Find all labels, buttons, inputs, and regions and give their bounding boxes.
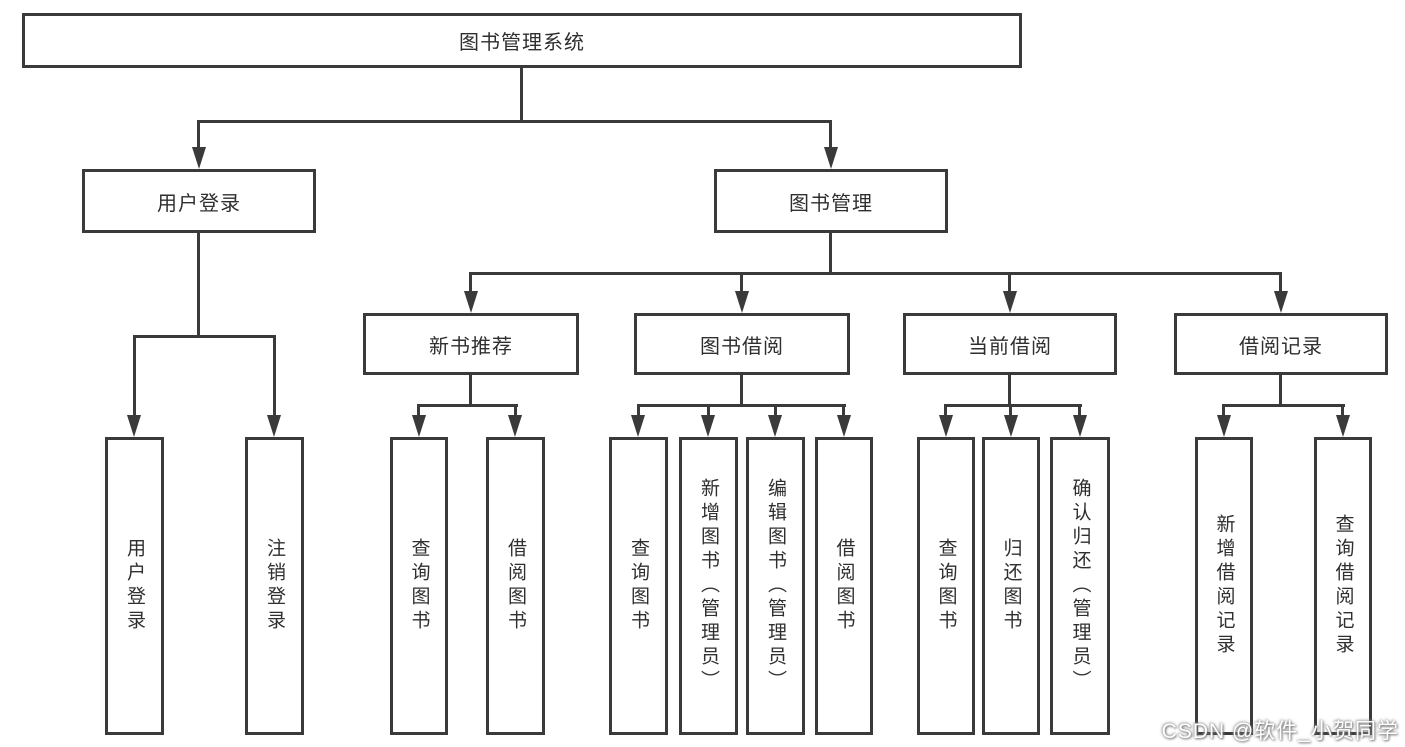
node-label: 图书管理	[789, 192, 873, 215]
connector-drop-line	[1009, 404, 1012, 417]
arrow-down-icon	[824, 147, 838, 169]
connector-book-mgmt-stem	[829, 233, 832, 272]
leaf-query-book: 查询图书	[390, 437, 448, 735]
leaf-query-book: 查询图书	[917, 437, 975, 735]
connector-user-login-stem	[197, 233, 200, 335]
node-new-book-recommendation: 新书推荐	[363, 313, 579, 375]
connector-bar	[945, 404, 1082, 407]
leaf-label: 归还图书	[1000, 538, 1022, 634]
leaf-confirm-return-admin: 确认归还（管理员）	[1050, 437, 1110, 735]
arrow-down-icon	[1004, 415, 1018, 437]
leaf-add-book-admin: 新增图书（管理员）	[679, 437, 738, 735]
arrow-down-icon	[1003, 291, 1017, 313]
leaf-query-borrow-record: 查询借阅记录	[1314, 437, 1372, 735]
leaf-label: 借阅图书	[505, 538, 526, 634]
arrow-down-icon	[735, 291, 749, 313]
leaf-label: 编辑图书（管理员）	[765, 478, 786, 694]
arrow-down-icon	[127, 415, 141, 437]
connector-bar	[637, 404, 846, 407]
connector-drop-line	[842, 404, 845, 417]
leaf-query-book: 查询图书	[609, 437, 668, 735]
connector-stem	[740, 375, 743, 404]
connector-drop-line	[1078, 404, 1081, 417]
leaf-borrow-book: 借阅图书	[486, 437, 545, 735]
csdn-watermark: CSDN @软件_小贺同学	[1161, 720, 1399, 743]
node-label: 图书借阅	[700, 335, 784, 358]
arrow-down-icon	[192, 147, 206, 169]
connector-drop-line	[197, 120, 200, 149]
node-root: 图书管理系统	[22, 13, 1022, 68]
node-label: 新书推荐	[429, 335, 513, 358]
arrow-down-icon	[1073, 415, 1087, 437]
arrow-down-icon	[768, 415, 782, 437]
arrow-down-icon	[939, 415, 953, 437]
connector-drop-line	[273, 335, 276, 417]
node-book-management: 图书管理	[714, 169, 948, 233]
connector-drop-line	[417, 404, 420, 417]
leaf-label: 查询图书	[408, 538, 430, 634]
node-label: 用户登录	[157, 192, 241, 215]
connector-user-login-bar	[133, 335, 276, 338]
leaf-label: 注销登录	[264, 538, 285, 634]
connector-stem	[1279, 375, 1282, 404]
node-label: 借阅记录	[1239, 335, 1323, 358]
connector-drop-line	[774, 404, 777, 417]
leaf-label: 借阅图书	[833, 538, 855, 634]
arrow-down-icon	[701, 415, 715, 437]
connector-drop-line	[707, 404, 710, 417]
connector-stem	[1008, 375, 1011, 404]
leaf-logout: 注销登录	[245, 437, 304, 735]
leaf-add-borrow-record: 新增借阅记录	[1195, 437, 1253, 735]
arrow-down-icon	[267, 415, 281, 437]
arrow-down-icon	[464, 291, 478, 313]
leaf-label: 新增图书（管理员）	[698, 478, 719, 694]
connector-book-mgmt-bar	[471, 272, 1282, 275]
node-borrowing-records: 借阅记录	[1174, 313, 1388, 375]
connector-drop-line	[1279, 272, 1282, 293]
node-current-borrowing: 当前借阅	[903, 313, 1117, 375]
connector-drop-line	[469, 272, 472, 293]
arrow-down-icon	[1274, 291, 1288, 313]
node-book-borrowing: 图书借阅	[634, 313, 850, 375]
connector-root-stem	[520, 68, 523, 120]
arrow-down-icon	[1217, 415, 1231, 437]
connector-drop-line	[1222, 404, 1225, 417]
node-label: 当前借阅	[968, 335, 1052, 358]
connector-drop-line	[637, 404, 640, 417]
leaf-label: 查询借阅记录	[1332, 514, 1354, 658]
connector-stem	[469, 375, 472, 404]
arrow-down-icon	[412, 415, 426, 437]
connector-drop-line	[740, 272, 743, 293]
leaf-edit-book-admin: 编辑图书（管理员）	[746, 437, 805, 735]
leaf-label: 确认归还（管理员）	[1069, 478, 1091, 694]
leaf-borrow-book: 借阅图书	[815, 437, 873, 735]
arrow-down-icon	[1336, 415, 1350, 437]
connector-drop-line	[829, 120, 832, 149]
leaf-return-book: 归还图书	[982, 437, 1040, 735]
node-root-label: 图书管理系统	[459, 32, 585, 54]
arrow-down-icon	[631, 415, 645, 437]
leaf-label: 用户登录	[124, 538, 145, 634]
leaf-label: 查询图书	[628, 538, 649, 634]
connector-drop-line	[1008, 272, 1011, 293]
connector-root-bar	[198, 120, 832, 123]
arrow-down-icon	[508, 415, 522, 437]
leaf-user-login: 用户登录	[105, 437, 164, 735]
connector-drop-line	[514, 404, 517, 417]
connector-drop-line	[133, 335, 136, 417]
connector-bar	[418, 404, 518, 407]
connector-bar	[1223, 404, 1345, 407]
leaf-label: 新增借阅记录	[1213, 514, 1235, 658]
node-user-login: 用户登录	[82, 169, 316, 233]
connector-drop-line	[944, 404, 947, 417]
arrow-down-icon	[837, 415, 851, 437]
connector-drop-line	[1341, 404, 1344, 417]
leaf-label: 查询图书	[935, 538, 957, 634]
